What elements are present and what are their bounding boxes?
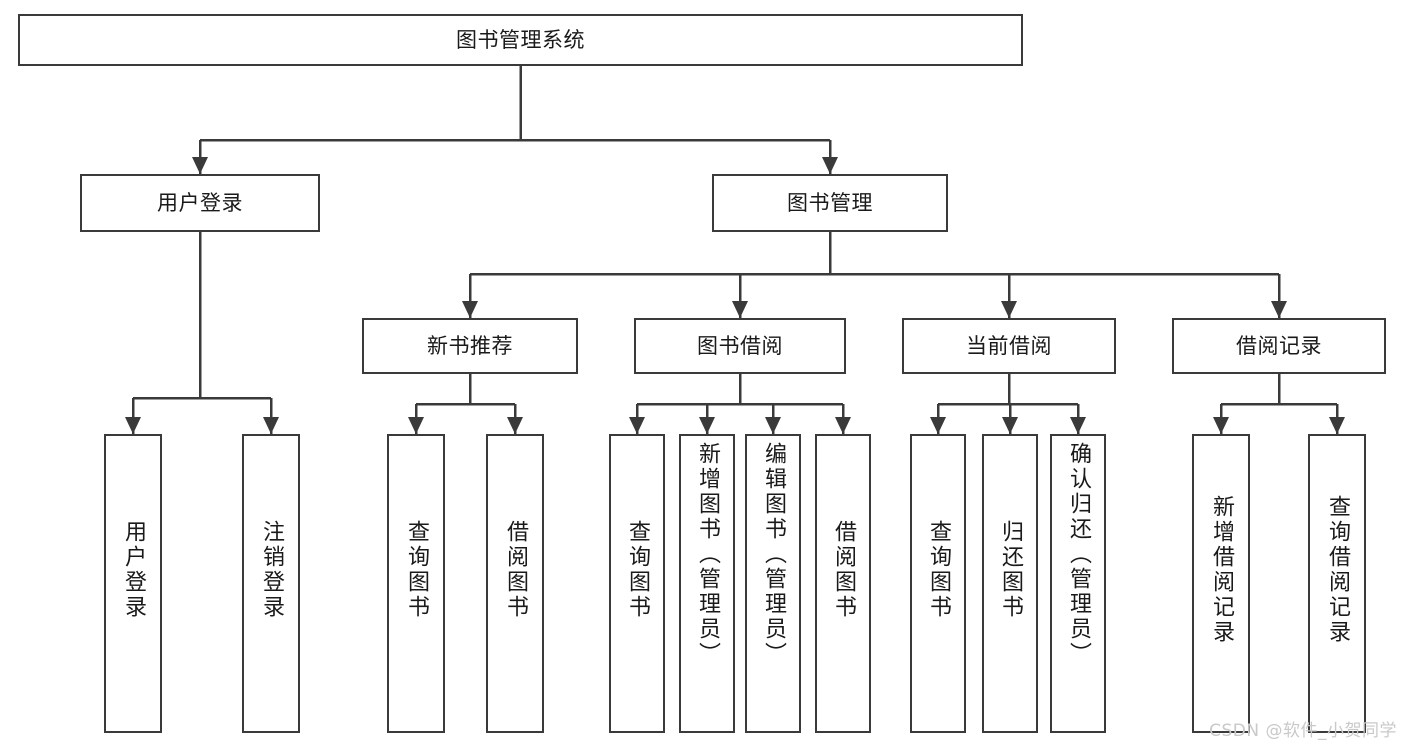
- watermark-text: CSDN @软件_小贺同学: [1209, 721, 1397, 741]
- node-leaf-new-2[interactable]: 借阅图书: [486, 434, 544, 733]
- node-borrow[interactable]: 图书借阅: [634, 318, 846, 374]
- node-label: 查询图书: [926, 519, 951, 620]
- node-label: 确认归还（管理员）: [1066, 442, 1091, 667]
- node-leaf-new-1[interactable]: 查询图书: [387, 434, 445, 733]
- node-leaf-cur-2[interactable]: 归还图书: [982, 434, 1038, 733]
- node-leaf-rec-1[interactable]: 新增借阅记录: [1192, 434, 1250, 733]
- node-bookmgmt[interactable]: 图书管理: [712, 174, 948, 232]
- node-label: 借阅图书: [503, 519, 528, 620]
- node-label: 归还图书: [998, 519, 1023, 620]
- node-label: 编辑图书（管理员）: [761, 442, 786, 667]
- node-leaf-login-1[interactable]: 用户登录: [104, 434, 162, 733]
- node-leaf-login-2[interactable]: 注销登录: [242, 434, 300, 733]
- node-label: 借阅图书: [831, 519, 856, 620]
- node-label: 图书借阅: [697, 333, 783, 358]
- node-label: 当前借阅: [966, 333, 1052, 358]
- node-newbook[interactable]: 新书推荐: [362, 318, 578, 374]
- node-label: 新书推荐: [427, 333, 513, 358]
- node-label: 借阅记录: [1236, 333, 1322, 358]
- node-records[interactable]: 借阅记录: [1172, 318, 1386, 374]
- node-leaf-cur-1[interactable]: 查询图书: [910, 434, 966, 733]
- node-label: 用户登录: [121, 519, 146, 620]
- node-label: 查询图书: [404, 519, 429, 620]
- node-leaf-cur-3[interactable]: 确认归还（管理员）: [1050, 434, 1106, 733]
- node-leaf-borrow-2[interactable]: 新增图书（管理员）: [679, 434, 735, 733]
- node-leaf-borrow-3[interactable]: 编辑图书（管理员）: [745, 434, 801, 733]
- node-label: 新增借阅记录: [1209, 494, 1234, 645]
- node-leaf-borrow-1[interactable]: 查询图书: [609, 434, 665, 733]
- node-current[interactable]: 当前借阅: [902, 318, 1116, 374]
- node-label: 查询借阅记录: [1325, 494, 1350, 645]
- node-label: 图书管理: [787, 190, 873, 215]
- node-label: 用户登录: [157, 190, 243, 215]
- node-label: 新增图书（管理员）: [695, 442, 720, 667]
- node-label: 注销登录: [259, 519, 284, 620]
- node-login[interactable]: 用户登录: [80, 174, 320, 232]
- node-label: 图书管理系统: [456, 27, 585, 52]
- node-label: 查询图书: [625, 519, 650, 620]
- node-leaf-rec-2[interactable]: 查询借阅记录: [1308, 434, 1366, 733]
- node-root[interactable]: 图书管理系统: [18, 14, 1023, 66]
- node-leaf-borrow-4[interactable]: 借阅图书: [815, 434, 871, 733]
